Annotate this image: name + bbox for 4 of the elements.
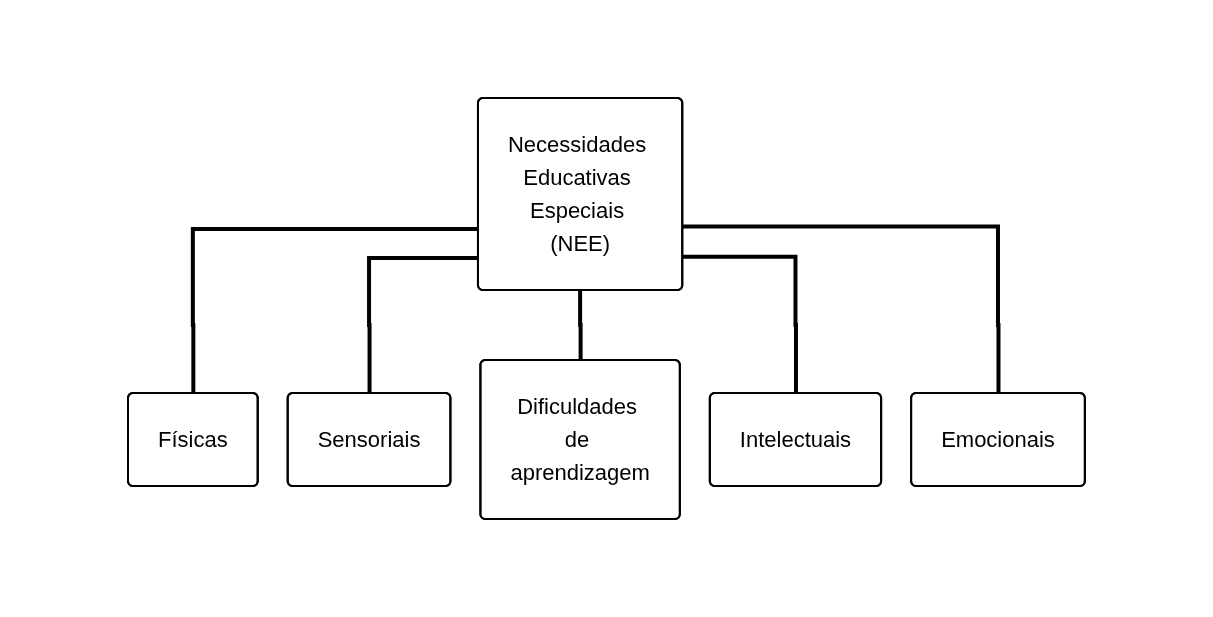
- connector: [682, 224, 1001, 394]
- connector: [190, 227, 479, 394]
- connector: [367, 255, 479, 394]
- connector: [682, 254, 799, 394]
